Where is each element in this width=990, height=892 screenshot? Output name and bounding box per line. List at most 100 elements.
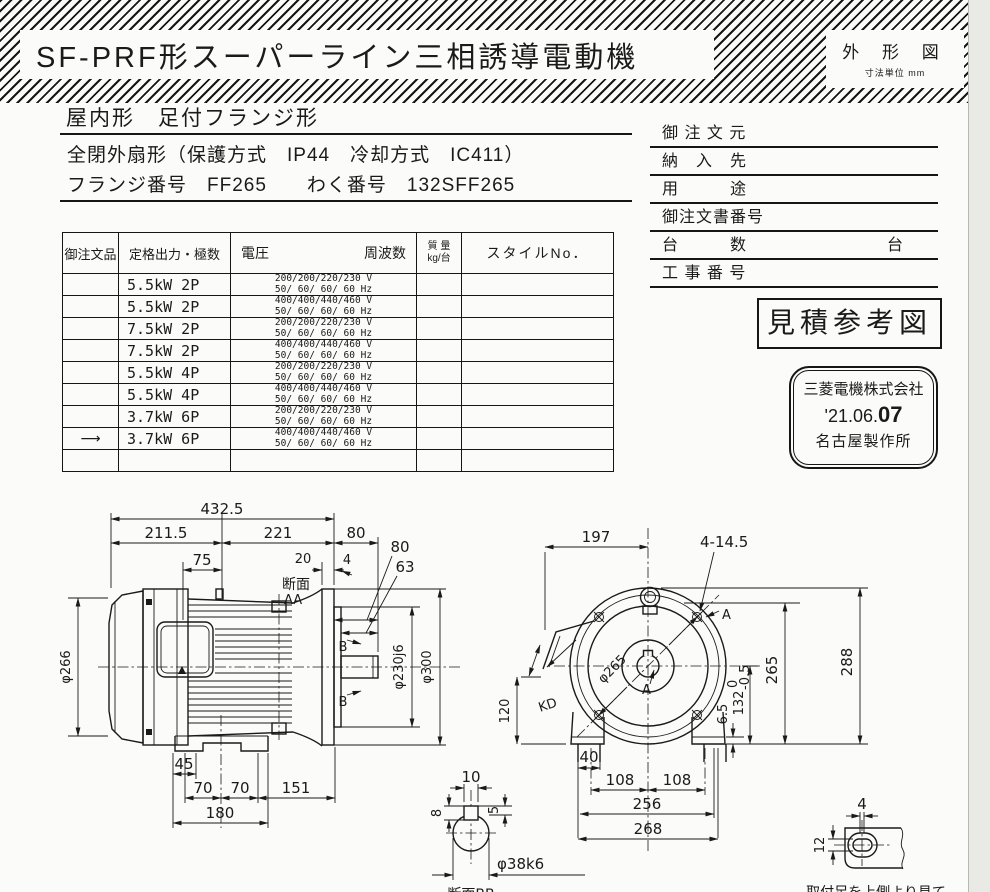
voltage-value: 400/400/440/460 V (274, 383, 373, 395)
order-info-label: 御注文書番号 (662, 209, 765, 226)
col-header-frequency: 周波数 (364, 245, 406, 261)
page-title: SF-PRF形スーパーライン三相誘導電動機 (36, 41, 639, 74)
mass-cell (416, 361, 462, 384)
dim-shaft-length: 80 (333, 524, 379, 546)
dim-fan-diameter: φ266 (59, 597, 108, 737)
dim-108a-label: 108 (606, 771, 635, 789)
section-b-marks: B B (339, 639, 362, 710)
style-no-cell (461, 405, 614, 428)
table-row: 7.5kW 2P 200/200/220/230 V 50/ 60/ 60/ 6… (62, 317, 614, 340)
key-width-label: 10 (461, 768, 480, 786)
eyebolt (639, 586, 661, 615)
slot-height-label: 12 (813, 837, 828, 854)
drawing-type-box: 外 形 図 寸法単位 mm (826, 30, 964, 88)
dim-70a-label: 70 (193, 779, 212, 797)
mass-label: 質 量 (427, 241, 451, 252)
order-info-row-order-doc-no: 御注文書番号 (650, 205, 938, 232)
rating-cell (118, 449, 231, 472)
order-marker-cell (62, 273, 119, 296)
table-row: 5.5kW 4P 200/200/220/230 V 50/ 60/ 60/ 6… (62, 361, 614, 384)
stamp-date: '21.06.07 (794, 402, 933, 428)
order-info-row-work-no: 工 事 番 号 (650, 261, 938, 288)
kd-label-group: KD (537, 696, 559, 716)
dim-180: 180 (172, 804, 269, 826)
stamp-date-prefix: '21.06. (824, 406, 878, 426)
order-marker-cell (62, 383, 119, 406)
dim-bolt-holes: 4-14.5 (699, 533, 748, 612)
a-mark-center: A (642, 669, 655, 698)
mass-cell (416, 295, 462, 318)
table-row: 5.5kW 2P 400/400/440/460 V 50/ 60/ 60/ 6… (62, 295, 614, 318)
rating-cell: 5.5kW 4P (118, 383, 231, 406)
voltage-value: 400/400/440/460 V (274, 427, 373, 439)
col-header-style-no: スタイルNo． (461, 232, 614, 274)
dim-108-108: 108 108 (590, 771, 706, 793)
scan-edge (968, 0, 990, 892)
mass-cell (416, 405, 462, 428)
order-info-label: 御 注 文 元 (662, 125, 747, 142)
enclosure-line: 全閉外扇形（保護方式 IP44 冷却方式 IC411） (67, 145, 525, 166)
dim-total-length: 432.5 (110, 500, 335, 522)
dim-key-width: 10 (450, 768, 492, 791)
voltage-value: 400/400/440/460 V (274, 339, 373, 351)
order-info-unit: 台 (886, 237, 904, 254)
dim-40-label: 40 (579, 748, 598, 766)
dim-20-label: 20 (295, 552, 312, 567)
dim-288-label: 288 (838, 648, 856, 677)
dim-70-70: 70 70 (184, 779, 259, 801)
voltage-frequency-cell (230, 449, 417, 472)
front-view-dimensions: 197 4-14.5 A A φ265 KD (498, 528, 868, 842)
side-view-dimensions: φ266 432.5 211.5 221 80 75 (59, 500, 446, 828)
order-info-label: 工 事 番 号 (662, 265, 747, 282)
frequency-value: 50/ 60/ 60/ 60 Hz (274, 327, 373, 339)
voltage-frequency-cell: 400/400/440/460 V 50/ 60/ 60/ 60 Hz (230, 383, 417, 406)
dim-45-label: 45 (174, 755, 193, 773)
dim-mid-length: 221 (221, 524, 335, 546)
voltage-value: 200/200/220/230 V (274, 317, 373, 329)
col-header-voltage-frequency: 電圧 周波数 (230, 232, 417, 274)
section-aa-line2: AA (284, 593, 302, 608)
rating-table-header: 御注文品 定格出力・極数 電圧 周波数 質 量 kg/台 スタイルNo． (62, 232, 614, 274)
frequency-value: 50/ 60/ 60/ 60 Hz (274, 305, 373, 317)
dim-flange-diameter: φ300 (334, 588, 446, 746)
frequency-value: 50/ 60/ 60/ 60 Hz (274, 283, 373, 295)
kd-label: KD (537, 696, 559, 716)
motor-front-view (528, 528, 760, 852)
dim-spigot-diameter: φ230j6 (341, 606, 420, 728)
foot-slot-detail: 4 12 取付足を上側より見て (806, 795, 946, 892)
col-header-mass: 質 量 kg/台 (416, 232, 462, 274)
title-strip: SF-PRF形スーパーライン三相誘導電動機 (20, 30, 714, 79)
table-row-selected: ⟶ 3.7kW 6P 400/400/440/460 V 50/ 60/ 60/… (62, 427, 614, 450)
voltage-frequency-cell: 200/200/220/230 V 50/ 60/ 60/ 60 Hz (230, 273, 417, 296)
style-no-cell (461, 273, 614, 296)
dim-40: 40 (577, 748, 601, 771)
mass-cell (416, 383, 462, 406)
dim-6-5: 6.5 (716, 704, 736, 758)
b-mark-bottom: B (339, 695, 348, 710)
mass-unit: kg/台 (427, 253, 451, 264)
dimension-unit-label: 寸法単位 mm (864, 68, 926, 78)
dim-75: 75 (182, 551, 223, 573)
dim-80b-label: 80 (390, 538, 409, 556)
dim-63-leader: 63 (340, 558, 415, 636)
motor-side-view (98, 588, 462, 828)
style-no-cell (461, 427, 614, 450)
order-info-label: 台 数 (662, 237, 748, 254)
dim-288: 288 (838, 587, 863, 745)
a-mark-hole: A (705, 608, 731, 623)
shaft-section-bb: 10 8 5 φ38k6 断面BB (430, 768, 585, 892)
rating-cell: 7.5kW 2P (118, 317, 231, 340)
style-no-cell (461, 449, 614, 472)
mass-cell (416, 427, 462, 450)
order-info-row-application: 用 途 (650, 177, 938, 204)
order-marker-cell (62, 405, 119, 428)
frequency-value: 50/ 60/ 60/ 60 Hz (274, 349, 373, 361)
voltage-value: 200/200/220/230 V (274, 273, 373, 285)
key-protrusion-label: 5 (487, 806, 502, 814)
flange-diameter-label: φ300 (420, 650, 435, 683)
dim-151: 151 (257, 779, 336, 801)
dim-slot-height: 12 (813, 825, 853, 865)
spigot-diameter-label: φ230j6 (392, 644, 407, 689)
bolt-holes-label: 4-14.5 (700, 533, 748, 551)
rating-cell: 7.5kW 2P (118, 339, 231, 362)
